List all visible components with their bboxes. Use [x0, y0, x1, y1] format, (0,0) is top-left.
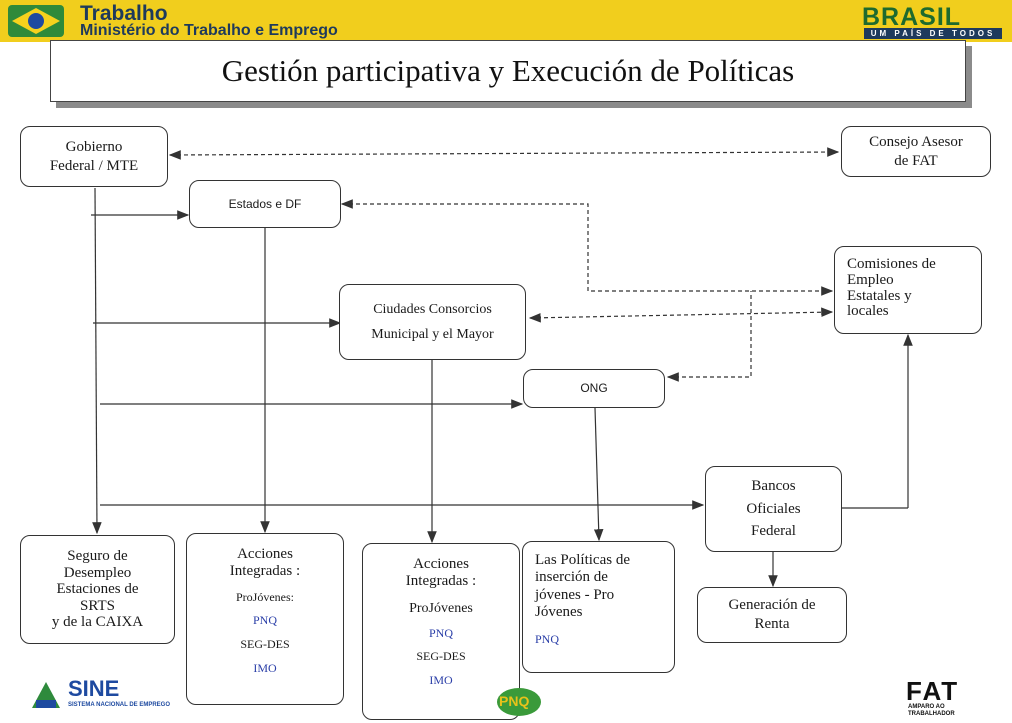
fat-sub-line1: AMPARO AO — [908, 704, 945, 710]
brasil-word: BRASIL — [862, 3, 962, 31]
node-ciudades-line2: Municipal y el Mayor — [371, 327, 494, 342]
fat-logo: FAT AMPARO AO TRABALHADOR — [906, 676, 1006, 718]
brasil-logo: BRASIL UM PAÍS DE TODOS — [862, 3, 1004, 39]
acciones1-item-segdes: SEG-DES — [240, 637, 290, 652]
acciones2-item-segdes: SEG-DES — [416, 649, 466, 664]
node-seguro-line5: y de la CAIXA — [51, 614, 144, 631]
brazil-flag-icon — [8, 5, 64, 37]
node-seguro: Seguro de Desempleo Estaciones de SRTS y… — [20, 535, 175, 644]
node-seguro-line1: Seguro de — [67, 548, 128, 565]
pnq-emblem-icon: PNQ — [497, 688, 541, 716]
node-ciudades-line1: Ciudades Consorcios — [373, 301, 492, 317]
node-consejo-line1: Consejo Asesor — [869, 133, 963, 150]
node-seguro-line3: Estaciones de — [56, 581, 139, 598]
node-bancos-line1: Bancos — [751, 478, 796, 495]
pnq-logo: PNQ — [487, 682, 551, 718]
node-bancos-line2: Oficiales — [746, 500, 801, 517]
node-politicas: Las Políticas de inserción de jóvenes - … — [522, 541, 675, 673]
node-estados: Estados e DF — [189, 180, 341, 228]
politicas-line4: Jóvenes — [535, 603, 583, 620]
politicas-line1: Las Políticas de — [535, 552, 630, 568]
node-gobierno-line1: Gobierno — [65, 138, 123, 155]
fat-word: FAT — [906, 676, 960, 706]
node-seguro-line2: Desempleo — [63, 564, 132, 581]
acciones2-title-line1: Acciones — [413, 556, 469, 572]
node-consejo-line2: de FAT — [894, 152, 938, 169]
acciones2-item-projovenes: ProJóvenes — [409, 600, 473, 616]
sine-sub: SISTEMA NACIONAL DE EMPREGO — [68, 702, 171, 708]
node-bancos-line3: Federal — [751, 523, 796, 540]
node-seguro-line4: SRTS — [80, 597, 115, 614]
acciones2-title-line2: Integradas : — [405, 573, 477, 590]
politicas-tag-pnq: PNQ — [535, 632, 560, 646]
node-ciudades: Ciudades Consorcios Municipal y el Mayor — [339, 284, 526, 360]
acciones1-item-pnq: PNQ — [252, 613, 277, 628]
node-comisiones-line3: Estatales y — [847, 287, 912, 304]
node-ong: ONG — [523, 369, 665, 408]
node-estados-label: Estados e DF — [228, 196, 302, 211]
fat-sub-line2: TRABALHADOR — [908, 711, 955, 717]
sine-emblem-icon — [32, 682, 60, 708]
acciones1-item-projovenes: ProJóvenes: — [236, 589, 294, 604]
acciones1-item-imo: IMO — [253, 660, 277, 675]
header-bar — [0, 0, 1012, 42]
title-box: Gestión participativa y Execución de Pol… — [50, 40, 966, 102]
acciones1-title-line1: Acciones — [237, 546, 293, 562]
acciones2-item-pnq: PNQ — [428, 625, 453, 640]
link-ciudades-comisiones — [528, 307, 834, 323]
node-comisiones: Comisiones de Empleo Estatales y locales — [834, 246, 982, 334]
logo-title: Trabalho — [80, 2, 168, 25]
node-generacion-line2: Renta — [754, 616, 790, 632]
pnq-text: PNQ — [499, 693, 529, 709]
node-comisiones-line4: locales — [847, 303, 889, 320]
brasil-tagline: UM PAÍS DE TODOS — [864, 28, 1002, 39]
trabalho-logo: Trabalho Ministério do Trabalho e Empreg… — [6, 2, 366, 39]
node-gobierno-line2: Federal / MTE — [49, 157, 139, 174]
acciones1-title-line2: Integradas : — [229, 563, 301, 580]
node-consejo: Consejo Asesor de FAT — [841, 126, 991, 177]
node-comisiones-line2: Empleo — [847, 271, 894, 288]
node-generacion-line1: Generación de — [728, 597, 816, 614]
node-generacion: Generación de Renta — [697, 587, 847, 643]
node-bancos: Bancos Oficiales Federal — [705, 466, 842, 552]
node-ong-label: ONG — [580, 381, 608, 395]
node-acciones-1: Acciones Integradas : ProJóvenes: PNQ SE… — [186, 533, 344, 705]
logo-subtitle: Ministério do Trabalho e Emprego — [80, 22, 338, 39]
politicas-line3: jóvenes - Pro — [535, 586, 615, 603]
link-ong-politicas — [593, 407, 604, 542]
node-comisiones-line1: Comisiones de — [847, 256, 936, 272]
node-acciones-2: Acciones Integradas : ProJóvenes PNQ SEG… — [362, 543, 520, 720]
link-ong-comisiones — [666, 291, 752, 382]
acciones2-item-imo: IMO — [429, 673, 453, 688]
page-title: Gestión participativa y Execución de Pol… — [221, 53, 795, 88]
sine-logo: SINE SISTEMA NACIONAL DE EMPREGO — [28, 676, 208, 716]
link-estados-comisiones — [340, 199, 834, 296]
link-gobierno-seguro — [92, 187, 102, 535]
link-gobierno-consejo — [168, 147, 840, 160]
sine-word: SINE — [68, 676, 120, 701]
node-gobierno: Gobierno Federal / MTE — [20, 126, 168, 187]
politicas-line2: inserción de — [535, 569, 608, 586]
